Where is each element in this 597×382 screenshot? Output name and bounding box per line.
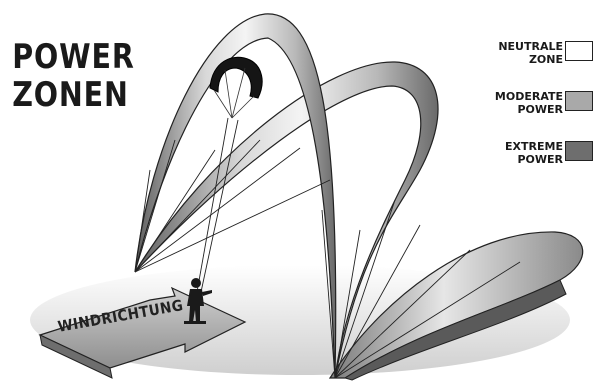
legend-label-line-1: MODERATE [473,90,563,103]
legend-item-neutral: NEUTRALE ZONE [480,38,595,82]
title-line-1: POWER [12,38,120,76]
legend-label-line-2: POWER [473,153,563,166]
title-line-2: ZONEN [12,76,120,114]
kite-lines [197,118,238,292]
legend-swatch-moderate [565,91,593,111]
legend-item-moderate: MODERATE POWER [480,88,595,132]
legend-label-line-2: ZONE [473,53,563,66]
legend-label-line-1: EXTREME [473,140,563,153]
legend-label-line-2: POWER [473,103,563,116]
page-title: POWER ZONEN [2,38,130,114]
legend-swatch-neutral [565,41,593,61]
legend-label-line-1: NEUTRALE [473,40,563,53]
legend-item-extreme: EXTREME POWER [480,138,595,182]
legend-swatch-extreme [565,141,593,161]
legend: NEUTRALE ZONE MODERATE POWER EXTREME POW… [480,38,595,188]
